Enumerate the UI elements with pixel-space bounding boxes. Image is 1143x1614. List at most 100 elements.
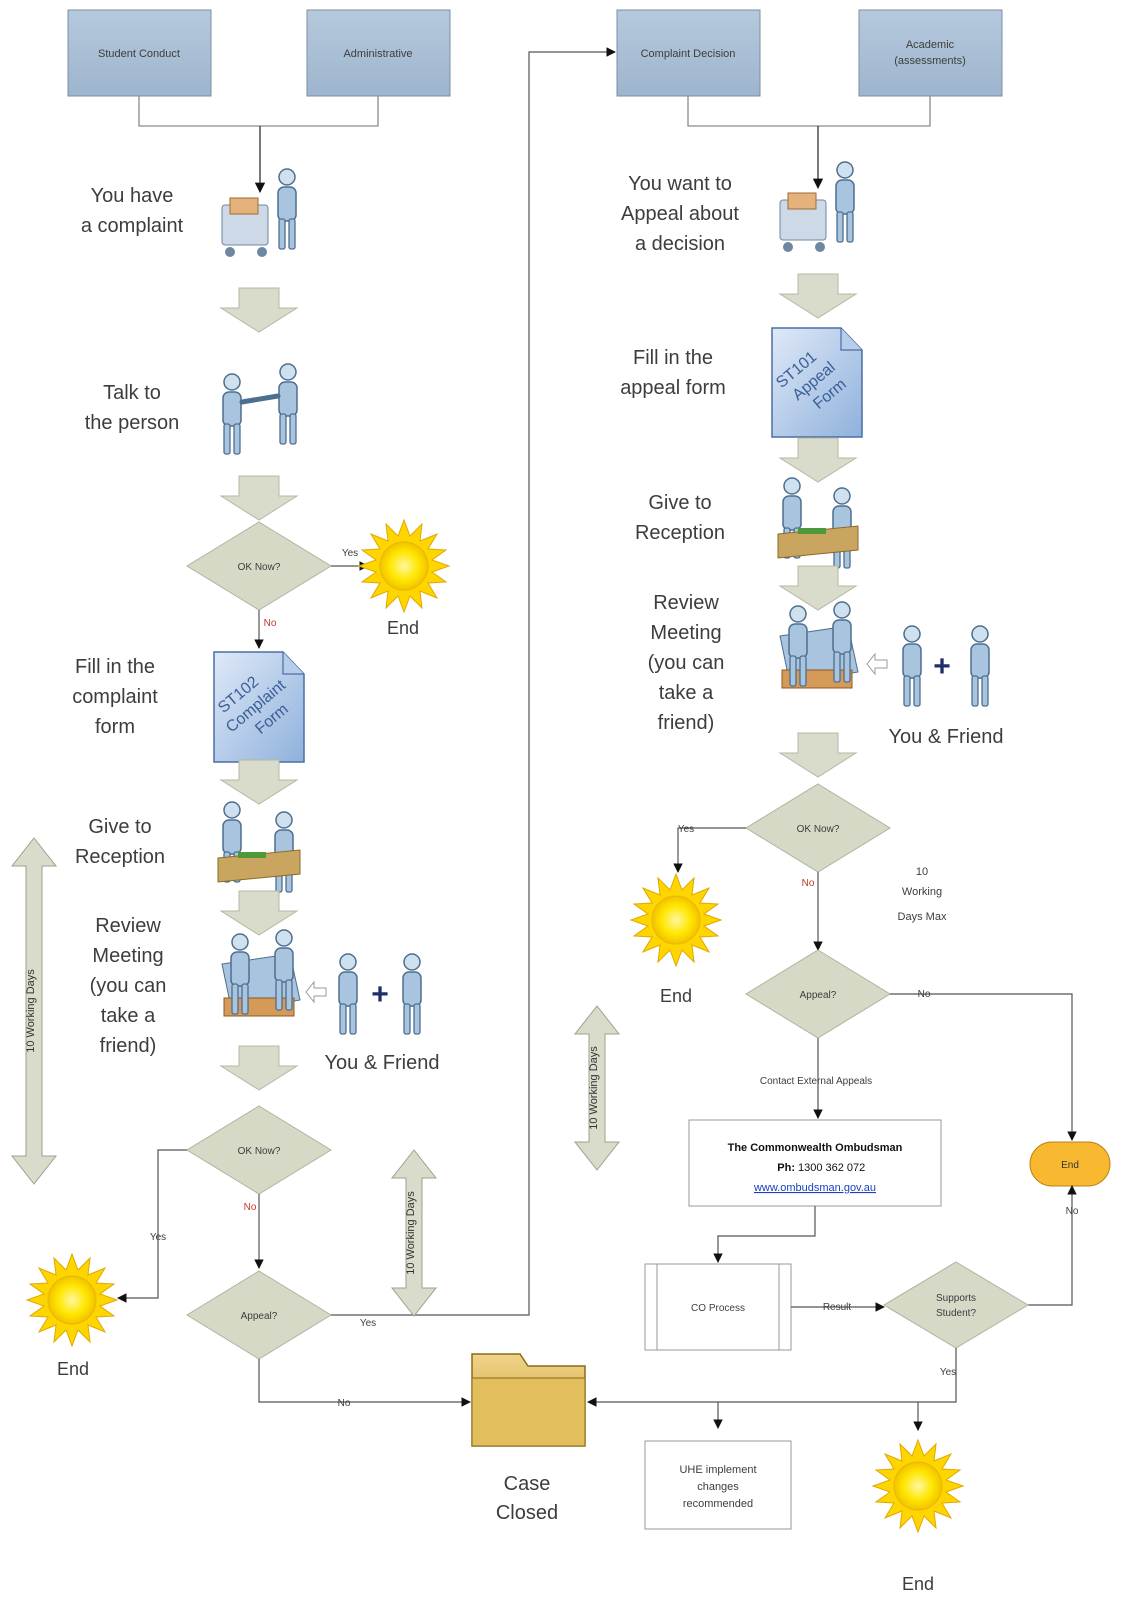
friend-person-icon-right — [970, 625, 990, 707]
assessments-label: (assessments) — [894, 55, 966, 67]
yes-label-1: Yes — [342, 548, 358, 559]
uhe-line2: changes — [697, 1481, 739, 1493]
flow-arrow-5 — [220, 1045, 298, 1091]
no-label-1: No — [264, 618, 277, 629]
step-review-right-line4: take a — [659, 682, 714, 704]
step-review-line3: (you can — [90, 975, 167, 997]
yes-connector-r1 — [673, 827, 746, 873]
no-connector-r2 — [890, 993, 1077, 1141]
step-reception-right-line2: Reception — [635, 522, 725, 544]
ok-now-decision-right-label: OK Now? — [797, 824, 840, 835]
you-and-friend-label-right: You & Friend — [889, 726, 1004, 748]
yes-connector-3 — [331, 47, 616, 1316]
final-end-label: End — [902, 1574, 934, 1594]
ten-working-days-arrow-left: 10 Working Days — [10, 837, 58, 1185]
step-fill-appeal-line1: Fill in the — [633, 347, 713, 369]
step-reception-right-line1: Give to — [648, 492, 711, 514]
sun-end-icon-2 — [26, 1253, 118, 1347]
step-want-appeal-line3: a decision — [635, 233, 725, 255]
step-talk-line1: Talk to — [103, 382, 161, 404]
no-connector-r3 — [1028, 1185, 1077, 1306]
handshake-icon — [222, 363, 298, 455]
ombudsman-phone: 1300 362 072 — [798, 1162, 865, 1174]
ten-working-days-label-middle: 10 Working Days — [405, 1191, 417, 1275]
academic-box — [858, 9, 1003, 97]
case-closed-line1: Case — [504, 1473, 551, 1495]
flow-arrow-r1 — [779, 273, 857, 319]
appeal-decision-right-label: Appeal? — [800, 990, 837, 1001]
step-talk-line2: the person — [85, 412, 180, 434]
step-review-line4: take a — [101, 1005, 156, 1027]
end-label-2: End — [57, 1359, 89, 1379]
sun-end-icon-final — [872, 1439, 964, 1533]
step-review-right-line2: Meeting — [650, 622, 721, 644]
reception-desk-icon-right — [777, 477, 859, 569]
friend-person-icon — [402, 953, 422, 1035]
uhe-line1: UHE implement — [679, 1464, 756, 1476]
to-co-process-connector — [713, 1206, 816, 1263]
yes-connector-r3 — [587, 1348, 957, 1407]
step-fill-complaint-line1: Fill in the — [75, 656, 155, 678]
supports-student-decision — [883, 1261, 1029, 1349]
step-want-appeal-line1: You want to — [628, 173, 732, 195]
step-want-appeal-line2: Appeal about — [621, 203, 739, 225]
ombudsman-phone-label: Ph: — [777, 1162, 795, 1174]
ok-now-decision-1-label: OK Now? — [238, 562, 281, 573]
max-note-line3: Days Max — [898, 911, 947, 923]
student-conduct-label: Student Conduct — [98, 48, 180, 60]
meeting-table-icon — [221, 929, 301, 1017]
reception-desk-icon — [217, 801, 301, 893]
ten-working-days-arrow-middle: 10 Working Days — [390, 1149, 438, 1317]
ombudsman-box — [688, 1119, 942, 1207]
merge-connector-left — [138, 96, 379, 127]
co-process-box — [644, 1263, 792, 1351]
step-fill-appeal-line2: appeal form — [620, 377, 726, 399]
administrative-label: Administrative — [343, 48, 412, 60]
sun-end-icon-right — [630, 873, 722, 967]
plus-icon: + — [371, 978, 389, 1011]
you-and-friend-label: You & Friend — [325, 1052, 440, 1074]
step-review-right-line1: Review — [653, 592, 719, 614]
uhe-changes-box — [644, 1440, 792, 1530]
max-note-line1: 10 — [916, 866, 928, 878]
flow-arrow-4 — [220, 890, 298, 936]
step-fill-complaint-line2: complaint — [72, 686, 158, 708]
ombudsman-url-link[interactable]: www.ombudsman.gov.au — [753, 1182, 876, 1194]
step-fill-complaint-line3: form — [95, 716, 135, 738]
step-review-right-line3: (you can — [648, 652, 725, 674]
yes-connector-2 — [117, 1149, 187, 1303]
no-label-r2: No — [918, 989, 931, 1000]
yes-label-r3: Yes — [940, 1367, 956, 1378]
small-left-arrow — [305, 980, 327, 1004]
max-note-line2: Working — [902, 886, 942, 898]
no-label-2: No — [244, 1202, 257, 1213]
case-closed-line2: Closed — [496, 1502, 558, 1524]
flow-arrow-r2 — [779, 437, 857, 483]
complaint-decision-box — [616, 9, 761, 97]
flow-arrow-1 — [220, 287, 298, 333]
you-person-icon-right — [902, 625, 922, 707]
yes-label-3: Yes — [360, 1318, 376, 1329]
complaint-form-icon: ST102 Complaint Form — [213, 651, 305, 763]
supports-student-line2: Student? — [936, 1308, 976, 1319]
step-reception-line2: Reception — [75, 846, 165, 868]
shopping-cart-person-icon — [221, 168, 297, 257]
flow-arrow-2 — [220, 475, 298, 521]
ok-now-decision-2-label: OK Now? — [238, 1146, 281, 1157]
you-person-icon — [338, 953, 358, 1035]
ten-working-days-label-right: 10 Working Days — [588, 1046, 600, 1130]
step-review-line5: friend) — [100, 1035, 157, 1057]
flow-arrow-3 — [220, 759, 298, 805]
step-review-line2: Meeting — [92, 945, 163, 967]
step-reception-line1: Give to — [88, 816, 151, 838]
ten-working-days-arrow-right: 10 Working Days — [573, 1005, 621, 1171]
appeal-decision-left-label: Appeal? — [241, 1311, 278, 1322]
no-label-r1: No — [802, 878, 815, 889]
step-review-right-line5: friend) — [658, 712, 715, 734]
contact-external-label: Contact External Appeals — [760, 1076, 872, 1087]
supports-student-line1: Supports — [936, 1293, 976, 1304]
end-label-1: End — [387, 618, 419, 638]
uhe-line3: recommended — [683, 1498, 753, 1510]
student-conduct-box — [67, 9, 212, 97]
result-label: Result — [823, 1302, 852, 1313]
